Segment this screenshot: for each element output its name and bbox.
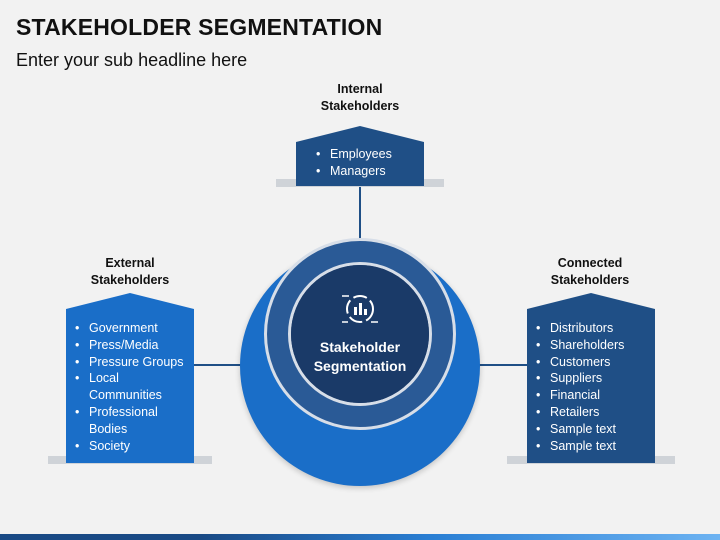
internal-heading-line1: Internal	[337, 82, 383, 96]
external-heading-line1: External	[105, 256, 155, 270]
external-box: Government Press/Media Pressure Groups L…	[66, 293, 194, 463]
center-label: Stakeholder Segmentation	[300, 338, 420, 376]
bottom-accent-stripe	[0, 534, 720, 540]
center-label-line2: Segmentation	[313, 358, 407, 374]
list-item: Suppliers	[530, 370, 655, 387]
page-title: STAKEHOLDER SEGMENTATION	[16, 14, 383, 40]
connected-heading-line2: Stakeholders	[550, 273, 630, 287]
chart-analytics-icon	[342, 295, 378, 323]
list-item: Customers	[530, 354, 655, 371]
connected-heading-line1: Connected	[557, 256, 623, 270]
internal-box: Employees Managers	[296, 126, 424, 186]
list-item: Shareholders	[530, 337, 655, 354]
list-item: Financial	[530, 387, 655, 404]
list-item: Pressure Groups	[69, 354, 194, 371]
connected-box: Distributors Shareholders Customers Supp…	[527, 293, 655, 463]
external-heading-line2: Stakeholders	[90, 273, 170, 287]
page-subtitle: Enter your sub headline here	[16, 50, 248, 70]
connector-internal	[359, 186, 361, 266]
list-item: Sample text	[530, 438, 655, 455]
list-item: Sample text	[530, 421, 655, 438]
center-core	[291, 265, 429, 403]
list-item: Employees	[310, 146, 424, 163]
connected-heading: Connected Stakeholders	[530, 255, 650, 289]
internal-heading: Internal Stakeholders	[300, 81, 420, 115]
list-item: Government	[69, 320, 194, 337]
external-heading: External Stakeholders	[70, 255, 190, 289]
list-item: Retailers	[530, 404, 655, 421]
list-item: Managers	[310, 163, 424, 180]
internal-heading-line2: Stakeholders	[320, 99, 400, 113]
list-item: Society	[69, 438, 194, 455]
list-item: Press/Media	[69, 337, 194, 354]
center-label-line1: Stakeholder	[319, 339, 401, 355]
list-item: Distributors	[530, 320, 655, 337]
